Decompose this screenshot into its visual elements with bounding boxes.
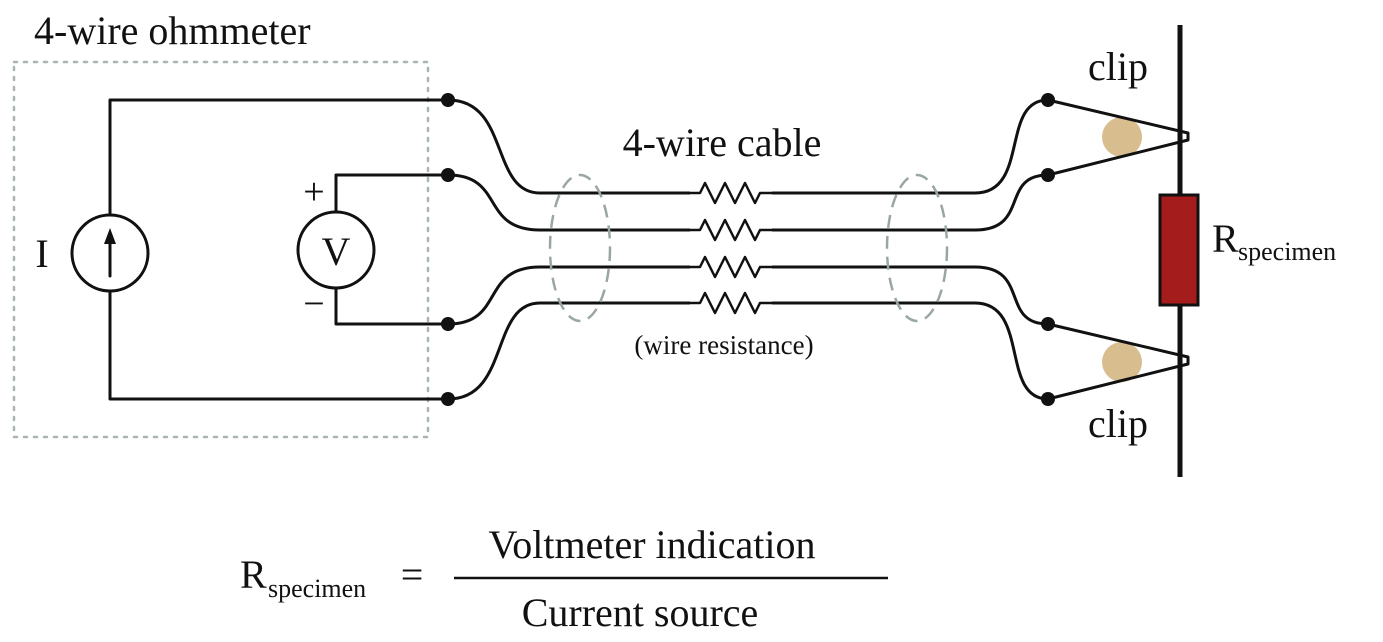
cable-bundle-left xyxy=(548,173,612,323)
wire-resistor-3 xyxy=(690,255,772,279)
voltmeter-minus-label: − xyxy=(303,283,324,325)
clip-bottom xyxy=(1046,322,1190,401)
terminal-dot xyxy=(441,93,455,107)
terminal-dots xyxy=(441,93,1055,406)
cable-wire-3 xyxy=(446,265,1050,326)
voltmeter-symbol xyxy=(296,210,376,290)
clip-bottom-label: clip xyxy=(1088,401,1148,446)
formula-equals: = xyxy=(401,552,424,597)
terminal-dot xyxy=(1041,168,1055,182)
current-source-loop xyxy=(108,98,450,401)
voltmeter-plus-label: + xyxy=(303,171,324,213)
terminal-dot xyxy=(441,168,455,182)
wire-resistor-4 xyxy=(690,291,772,315)
clip-bottom-pad xyxy=(1102,342,1142,382)
formula-lhs-main: R xyxy=(240,552,267,597)
current-source-label: I xyxy=(35,231,48,276)
terminal-dot xyxy=(1041,93,1055,107)
ohmmeter-title: 4-wire ohmmeter xyxy=(34,8,311,53)
current-arrow-head xyxy=(104,228,116,244)
cable-bundle-right xyxy=(885,173,949,323)
clip-top-pad xyxy=(1102,117,1142,157)
specimen-resistor xyxy=(1158,193,1200,307)
specimen-label-sub: specimen xyxy=(1238,237,1336,266)
cable-label: 4-wire cable xyxy=(623,120,822,165)
terminal-dot xyxy=(1041,392,1055,406)
specimen-label-main: R xyxy=(1212,216,1239,261)
wire-resistance-label: (wire resistance) xyxy=(634,330,813,360)
wire-resistor-1 xyxy=(690,181,772,205)
clip-top xyxy=(1046,98,1190,177)
terminal-dot xyxy=(441,392,455,406)
ohmmeter-enclosure xyxy=(12,60,430,439)
formula-denominator: Current source xyxy=(522,590,759,635)
formula: R specimen = Voltmeter indication Curren… xyxy=(240,522,888,635)
clip-top-label: clip xyxy=(1088,44,1148,89)
cable-wire-2 xyxy=(446,173,1050,232)
terminal-dot xyxy=(441,317,455,331)
wire-resistor-2 xyxy=(690,218,772,242)
formula-numerator: Voltmeter indication xyxy=(489,522,816,567)
voltmeter-label: V xyxy=(322,229,351,274)
specimen-label: R specimen xyxy=(1212,216,1336,266)
formula-lhs-sub: specimen xyxy=(268,574,366,603)
terminal-dot xyxy=(1041,317,1055,331)
